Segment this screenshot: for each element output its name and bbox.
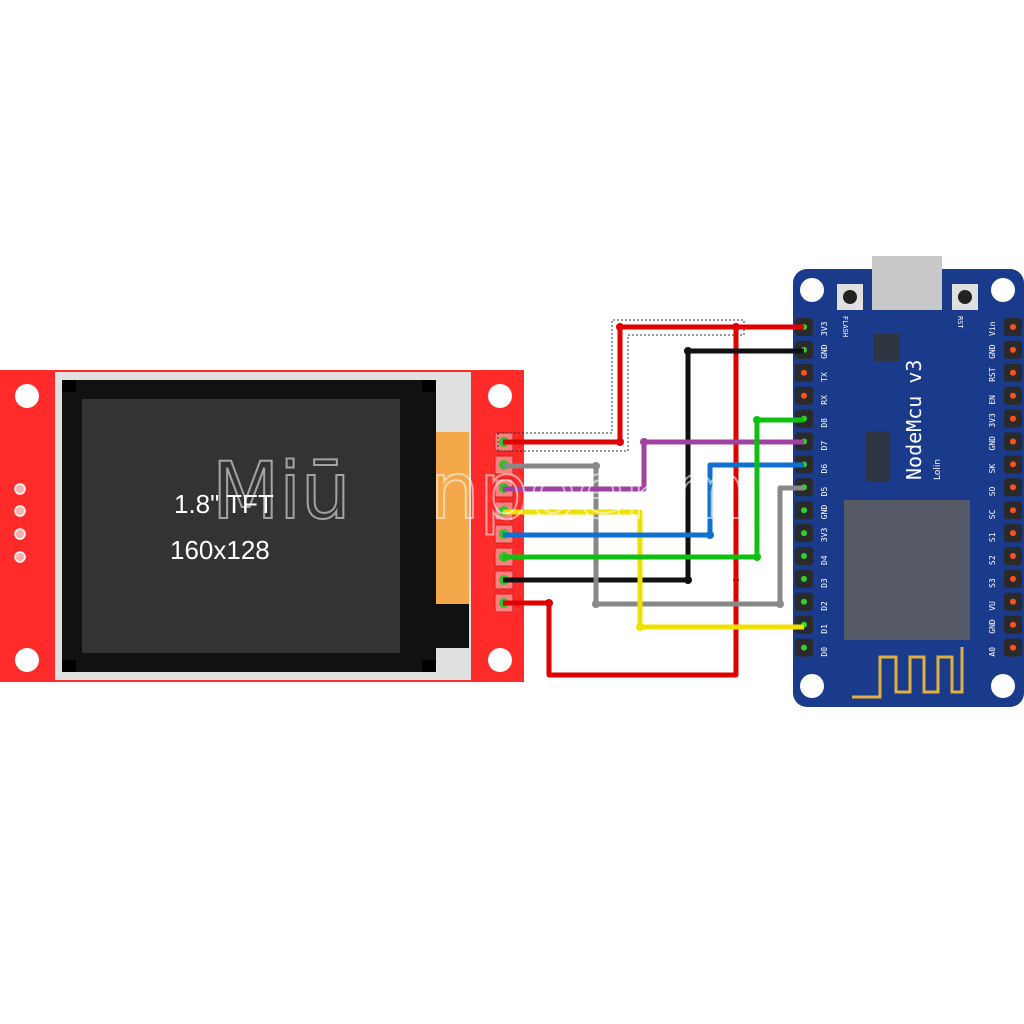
nodemcu-pin: VU (988, 592, 1022, 611)
pin-label: VU (988, 601, 997, 611)
rst-button (952, 284, 978, 310)
pin-label: A0 (988, 647, 997, 657)
pin-label: TX (820, 372, 829, 382)
tft-flex-cable (436, 432, 469, 604)
pin-label: GND (988, 619, 997, 634)
wire-gray-cs (503, 463, 804, 607)
nodemcu-pin: GND (795, 501, 829, 520)
nodemcu-pin: D2 (795, 592, 829, 611)
tft-resolution-label: 160x128 (170, 535, 270, 565)
pin-label: D7 (820, 441, 829, 451)
tft-mount-hole-tr (488, 384, 512, 408)
voltage-regulator (873, 334, 900, 361)
pin-label: D5 (820, 486, 829, 496)
nodemcu-pin: RST (988, 363, 1022, 382)
flash-button-label: FLASH (841, 316, 849, 337)
nodemcu-pin: S2 (988, 547, 1022, 565)
tft-side-pads (14, 483, 26, 563)
wire-yellow-a0 (503, 509, 804, 630)
nodemcu-pin: RX (795, 386, 829, 405)
pin-label: EN (988, 395, 997, 405)
nodemcu-pin: GND (988, 432, 1022, 451)
nodemcu-pin: Vin (988, 318, 1022, 336)
pin-label: D4 (820, 555, 829, 565)
pin-label: RST (988, 367, 997, 382)
rst-button-label: RST (956, 316, 964, 329)
pin-label: RX (820, 395, 829, 405)
tft-mount-hole-tl (15, 384, 39, 408)
pin-label: GND (988, 436, 997, 451)
nodemcu-board: FLASH RST NodeMcu v3 Lolin 3V3GNDTXRXD8D… (793, 256, 1024, 707)
wifi-antenna (852, 647, 964, 699)
nodemcu-pin: A0 (988, 638, 1022, 657)
pin-label: S1 (988, 532, 997, 542)
pin-label: D2 (820, 601, 829, 611)
pin-label: 3V3 (820, 527, 829, 542)
pin-label: S2 (988, 555, 997, 565)
pin-label: 3V3 (988, 413, 997, 428)
tft-size-label: 1.8" TFT (174, 489, 274, 519)
pin-label: D0 (820, 647, 829, 657)
nodemcu-pin: 3V3 (795, 524, 829, 543)
nodemcu-pin: SO (988, 478, 1022, 497)
wire-selection-outline (497, 319, 745, 452)
nodemcu-pin: SC (988, 501, 1022, 520)
nodemcu-mount-hole-bl (800, 674, 824, 698)
flash-button (837, 284, 863, 310)
nodemcu-pin: SK (988, 455, 1022, 474)
wires (497, 319, 804, 678)
pin-label: GND (988, 344, 997, 359)
tft-screen (82, 399, 400, 653)
nodemcu-pin: S3 (988, 569, 1022, 588)
usb-serial-chip (866, 431, 890, 482)
pin-label: S3 (988, 578, 997, 588)
pin-label: D8 (820, 418, 829, 428)
nodemcu-pin: GND (988, 340, 1022, 359)
tft-mount-hole-bl (15, 648, 39, 672)
board-vendor: Lolin (933, 459, 943, 480)
watermark: Miū npoekm (211, 446, 747, 538)
wire-junctions (545, 323, 784, 631)
watermark-right: npoekm (430, 447, 746, 537)
nodemcu-mount-hole-tl (800, 278, 824, 302)
nodemcu-pin: D3 (795, 569, 829, 588)
pin-label: 3V3 (820, 321, 829, 336)
wire-green-sck (503, 417, 804, 560)
nodemcu-pin: D4 (795, 547, 829, 565)
pin-label: GND (820, 505, 829, 520)
wire-purple-reset (503, 439, 804, 492)
board-name: NodeMcu v3 (902, 360, 926, 480)
nodemcu-pin: GND (988, 615, 1022, 634)
pin-label: D1 (820, 624, 829, 634)
tft-module: 1.8" TFT 160x128 (0, 370, 524, 682)
pin-label: SC (988, 509, 997, 519)
nodemcu-pin: D0 (795, 638, 829, 657)
nodemcu-mount-hole-br (991, 674, 1015, 698)
nodemcu-mount-hole-tr (991, 278, 1015, 302)
pin-label: SK (988, 464, 997, 474)
usb-connector (872, 256, 942, 310)
pin-label: D3 (820, 578, 829, 588)
nodemcu-pin: S1 (988, 524, 1022, 543)
tft-mount-hole-br (488, 648, 512, 672)
esp-module-shield (844, 500, 970, 640)
pin-label: Vin (988, 321, 997, 336)
nodemcu-pin: 3V3 (988, 409, 1022, 428)
nodemcu-pin: TX (795, 363, 829, 382)
watermark-left: Miū (212, 447, 350, 537)
nodemcu-pin: EN (988, 386, 1022, 405)
pin-label: D6 (820, 464, 829, 474)
pin-label: SO (988, 486, 997, 496)
pin-label: GND (820, 344, 829, 359)
